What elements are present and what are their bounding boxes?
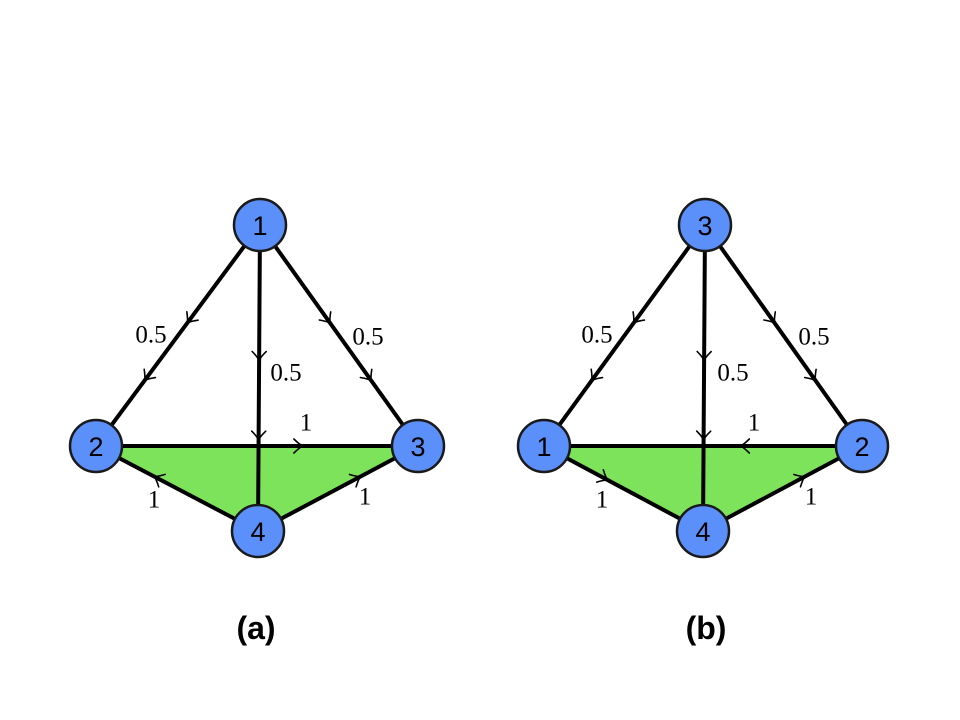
edge-right-bottom — [701, 444, 864, 533]
arrow-tick-top-left-0 — [632, 311, 646, 325]
weight-label-left-right: 1 — [748, 410, 761, 437]
arrow-tick-top-left-0 — [186, 311, 199, 324]
edge-top-left — [94, 223, 262, 448]
edge-left-bottom — [94, 444, 260, 533]
edge-right-bottom — [256, 444, 420, 533]
node-right — [390, 418, 446, 474]
node-left — [516, 418, 572, 474]
node-bottom — [230, 503, 286, 559]
node-left — [68, 418, 124, 474]
node-label-top: 3 — [697, 211, 712, 241]
weight-label-left-bottom: 1 — [148, 487, 161, 514]
edge-top-bottom — [256, 223, 262, 533]
weight-label-top-bottom: 0.5 — [270, 360, 301, 387]
arrow-tick-top-bottom-0 — [696, 350, 712, 362]
arrow-tick-left-bottom-0 — [153, 473, 166, 488]
arrow-tick-top-bottom-1 — [695, 430, 712, 441]
weight-label-right-bottom: 1 — [359, 484, 372, 511]
arrow-tick-right-bottom-0 — [348, 473, 362, 488]
node-label-left: 1 — [536, 432, 551, 462]
edge-top-bottom — [701, 223, 707, 533]
diagram-a: 0.5 0.5 0.5 1 1 1 1 2 3 4 (a) — [68, 197, 446, 646]
edge-left-bottom — [542, 444, 705, 533]
arrow-tick-top-right-1 — [803, 368, 817, 382]
arrow-tick-top-left-1 — [590, 368, 604, 382]
arrow-tick-top-left-1 — [143, 368, 157, 382]
caption-b: (b) — [686, 610, 727, 646]
edge-top-right — [258, 223, 420, 448]
weight-label-left-right: 1 — [300, 410, 313, 437]
arrow-tick-left-right-0 — [293, 438, 304, 454]
node-bottom — [675, 503, 731, 559]
node-label-bottom: 4 — [695, 517, 710, 547]
arrow-tick-top-bottom-0 — [251, 350, 267, 362]
node-right — [834, 418, 890, 474]
arrow-tick-top-bottom-1 — [250, 430, 267, 441]
node-top — [677, 197, 733, 253]
node-top — [232, 197, 288, 253]
arrow-tick-top-right-0 — [318, 311, 332, 325]
node-label-right: 3 — [410, 432, 425, 462]
arrow-tick-left-right-0 — [739, 438, 751, 454]
weight-label-top-right: 0.5 — [798, 324, 829, 351]
weight-label-top-bottom: 0.5 — [717, 360, 748, 387]
weight-label-right-bottom: 1 — [805, 484, 818, 511]
arrow-tick-right-bottom-0 — [793, 473, 806, 488]
edge-top-right — [703, 223, 864, 448]
node-label-top: 1 — [252, 211, 267, 241]
node-label-bottom: 4 — [250, 517, 265, 547]
node-label-left: 2 — [88, 432, 103, 462]
weight-label-top-right: 0.5 — [352, 324, 383, 351]
arrow-tick-left-bottom-0 — [595, 469, 609, 483]
edge-top-left — [542, 223, 707, 448]
arrow-tick-top-right-1 — [359, 368, 373, 382]
caption-a: (a) — [236, 610, 275, 646]
weight-label-top-left: 0.5 — [135, 322, 166, 349]
arrow-tick-top-right-0 — [763, 311, 777, 325]
weight-label-left-bottom: 1 — [596, 487, 609, 514]
node-label-right: 2 — [854, 432, 869, 462]
weight-label-top-left: 0.5 — [581, 322, 612, 349]
